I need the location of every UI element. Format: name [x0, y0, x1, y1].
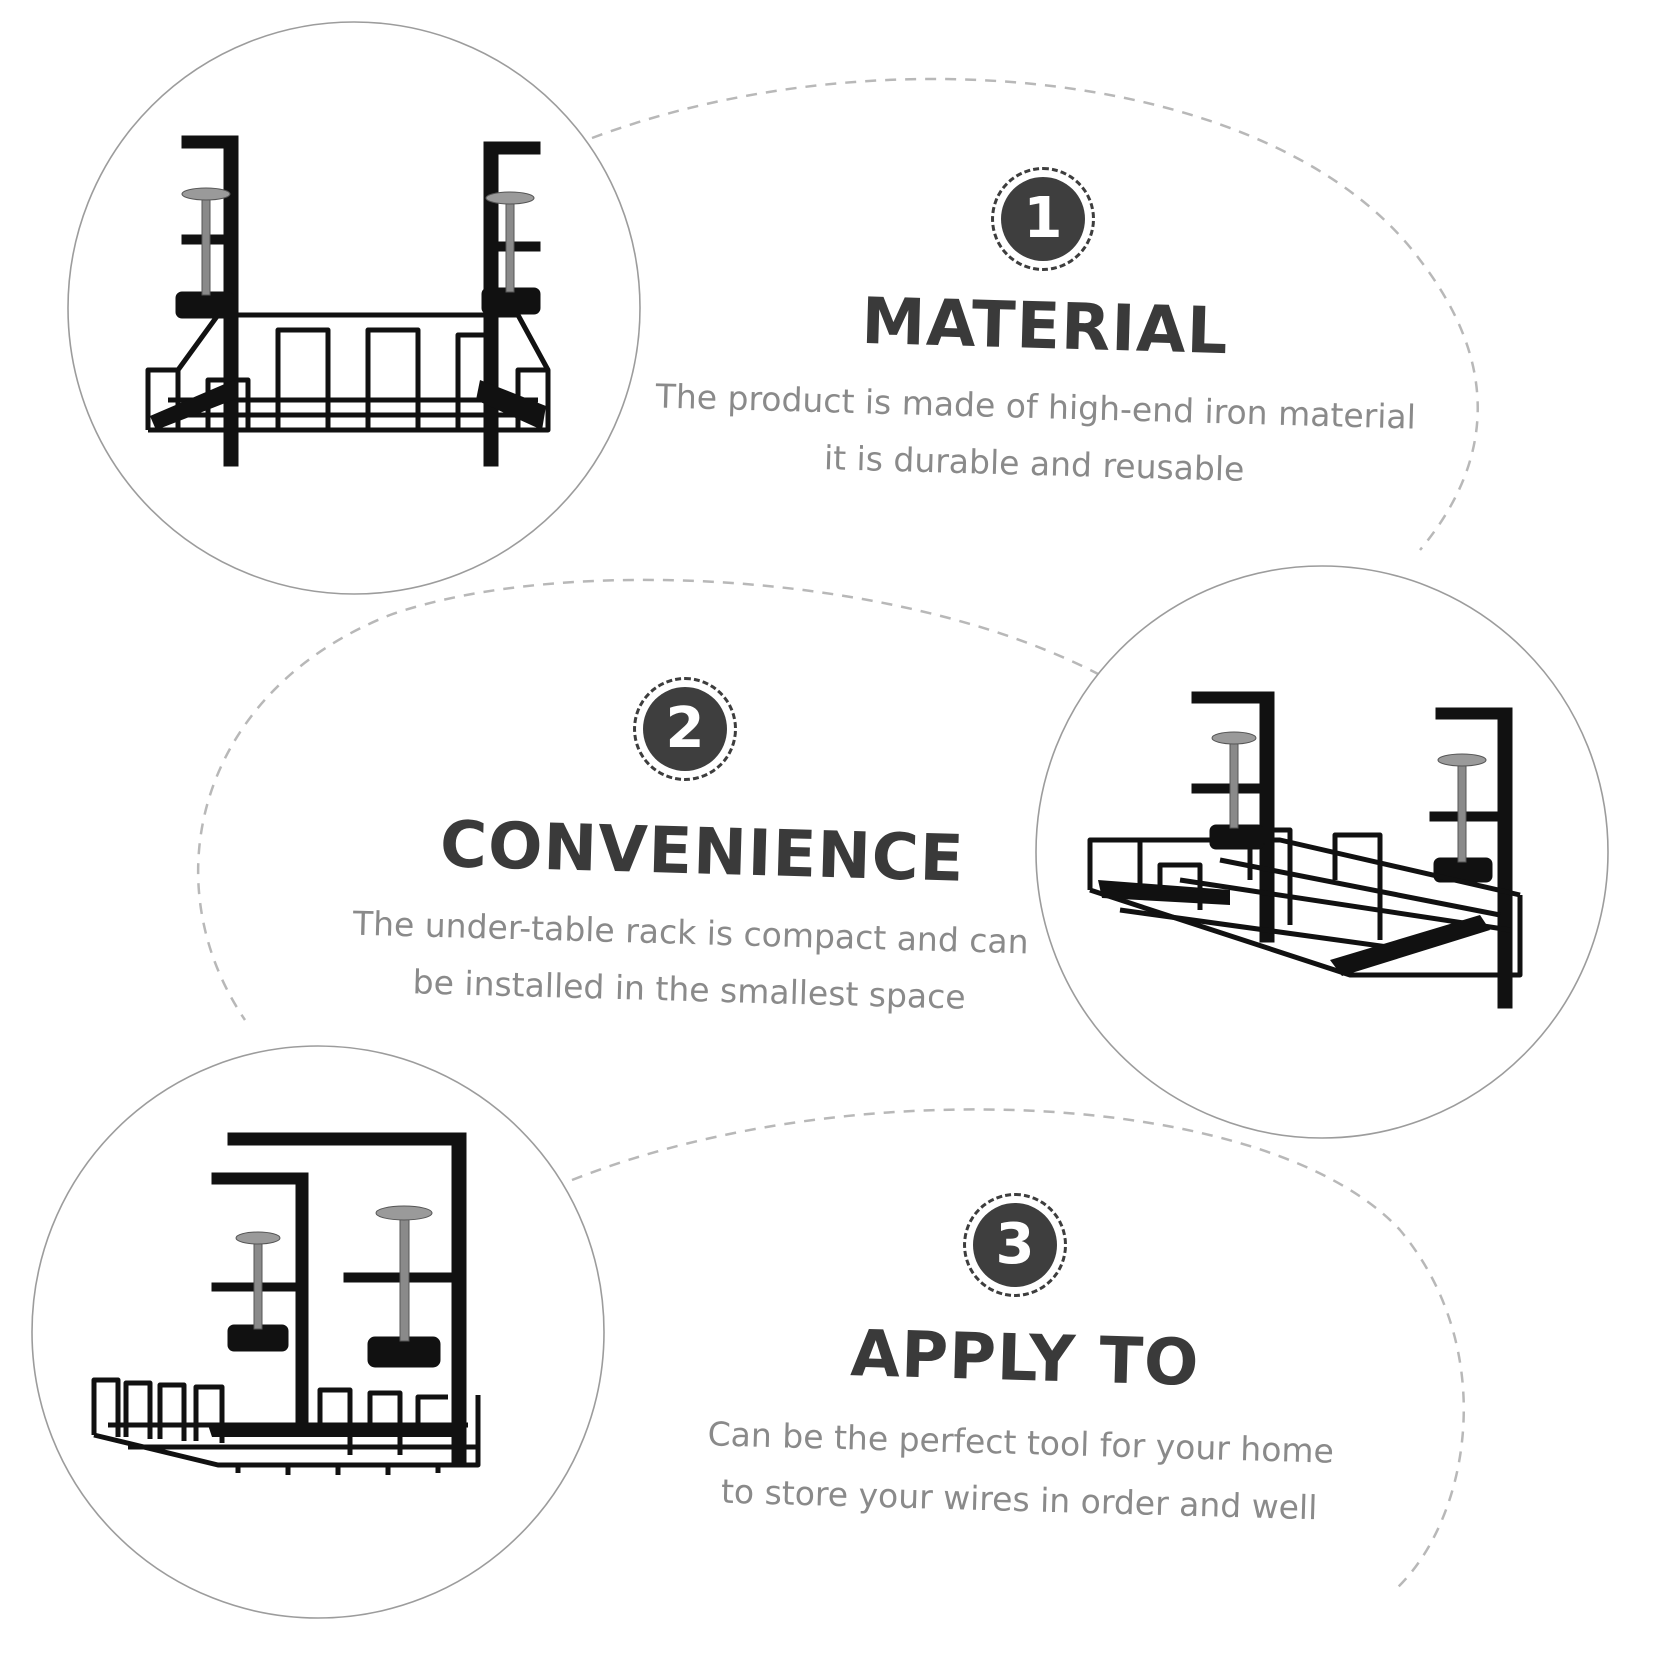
clamp-back-top-plate — [211, 1172, 305, 1185]
clamp-a-pad — [1211, 731, 1257, 745]
clamp-front-upright-top — [327, 1132, 467, 1146]
feature-description-3: Can be the perfect tool for your home to… — [659, 1404, 1382, 1538]
dashed-arc-2 — [196, 578, 1101, 1021]
clamp-front-screw — [399, 1216, 410, 1342]
feature-description-1: The product is made of high-end iron mat… — [649, 367, 1422, 502]
dashed-arc-1 — [591, 77, 1479, 551]
basket-mount-plate-b — [1330, 915, 1490, 976]
clamp-back-upright — [295, 1172, 309, 1424]
basket-mount-plate-side — [208, 1425, 466, 1437]
clamp-front-upright — [451, 1132, 467, 1464]
cable-tray-photo-3 — [91, 1132, 481, 1475]
number-badge-2: 2 — [633, 677, 737, 781]
clamp-front-pad — [375, 1205, 433, 1221]
clamp-a-upright — [1259, 691, 1275, 943]
basket-mount-plate-right — [476, 380, 546, 430]
wire-basket-2 — [1087, 827, 1523, 978]
number-label-3: 3 — [973, 1203, 1057, 1287]
clamp-back-pad — [235, 1231, 281, 1245]
clamp-left-screw — [201, 194, 211, 296]
clamp-b-screw — [1457, 761, 1467, 863]
clamp-a-screw — [1229, 739, 1239, 829]
clamp-left-pad — [181, 187, 231, 201]
basket-mount-plate-left — [150, 380, 238, 430]
clamp-right-screw — [505, 199, 515, 293]
dashed-arc-3 — [571, 1108, 1465, 1591]
clamp-front-top-plate — [227, 1132, 337, 1146]
cable-tray-photo-1 — [145, 135, 551, 467]
feature-title-2: CONVENIENCE — [439, 808, 966, 897]
basket-mount-plate-a — [1098, 880, 1230, 905]
number-label-2: 2 — [643, 687, 727, 771]
clamp-right-pad — [485, 191, 535, 205]
cable-tray-photo-2 — [1087, 691, 1523, 1009]
clamp-b-jaw — [1429, 811, 1513, 822]
number-badge-3: 3 — [963, 1193, 1067, 1297]
number-badge-1: 1 — [991, 167, 1095, 271]
clamp-b-upright — [1497, 707, 1513, 1009]
clamp-b-pad — [1437, 753, 1487, 767]
wire-basket-1 — [145, 312, 551, 433]
feature-title-1: MATERIAL — [860, 284, 1230, 370]
number-label-1: 1 — [1001, 177, 1085, 261]
feature-title-3: APPLY TO — [849, 1317, 1201, 1401]
feature-description-2: The under-table rack is compact and can … — [329, 894, 1052, 1028]
clamp-back-screw — [253, 1240, 263, 1330]
